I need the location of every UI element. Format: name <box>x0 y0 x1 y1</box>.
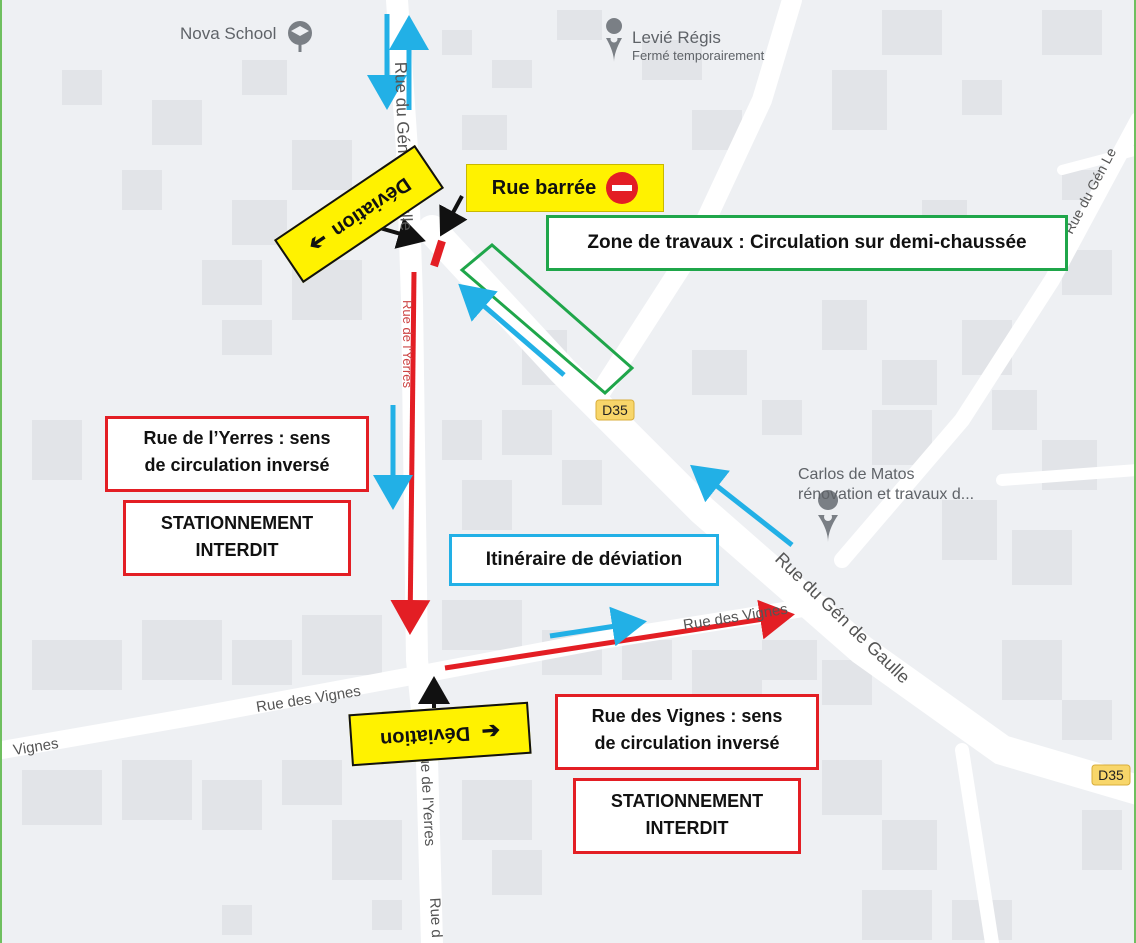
no-entry-icon <box>606 172 639 204</box>
svg-text:D35: D35 <box>1098 767 1124 783</box>
yerres-one-way-label: Rue de l’Yerres : sens de circulation in… <box>105 416 369 492</box>
road-closed-label: Rue barrée <box>466 164 664 212</box>
street-label-yerres-lower: Rue de l'Yerres <box>416 744 438 846</box>
svg-text:D35: D35 <box>602 402 628 418</box>
poi-carlos-de-matos-desc: rénovation et travaux d... <box>798 486 975 503</box>
pointer-arrows <box>379 195 468 708</box>
arrow-right-icon: ➔ <box>480 716 501 744</box>
traffic-flow-arrows <box>367 14 794 647</box>
no-parking-label-1: STATIONNEMENT INTERDIT <box>123 500 351 576</box>
road-badge-d35-1: D35 <box>595 399 635 421</box>
street-label-yerres-bottom: Rue d <box>426 897 445 938</box>
closure-marker <box>430 239 446 268</box>
vignes-one-way-label: Rue des Vignes : sens de circulation inv… <box>555 694 819 770</box>
no-parking-label-2: STATIONNEMENT INTERDIT <box>573 778 801 854</box>
poi-levie-regis[interactable]: Levié Régis <box>632 28 721 47</box>
deviation-route-label: Itinéraire de déviation <box>449 534 719 586</box>
road-badge-d35-2: D35 <box>1091 764 1131 786</box>
arrow-left-icon: ➔ <box>303 226 333 258</box>
buildings <box>22 10 1122 940</box>
street-label-vignes-far-left: Vignes <box>12 735 60 759</box>
street-label-yerres-upper: Rue de l'Yerres <box>400 300 415 388</box>
poi-nova-school[interactable]: Nova School <box>180 24 277 43</box>
works-zone-label: Zone de travaux : Circulation sur demi-c… <box>546 215 1068 271</box>
map-pin-icon[interactable] <box>606 18 623 62</box>
map-pin-icon[interactable] <box>818 490 839 542</box>
school-icon[interactable] <box>288 21 312 52</box>
poi-carlos-de-matos[interactable]: Carlos de Matos <box>798 466 915 483</box>
poi-levie-regis-status: Fermé temporairement <box>632 48 765 63</box>
street-label-vignes-right: Rue des Vignes <box>682 601 789 634</box>
works-zone-outline <box>459 243 635 396</box>
